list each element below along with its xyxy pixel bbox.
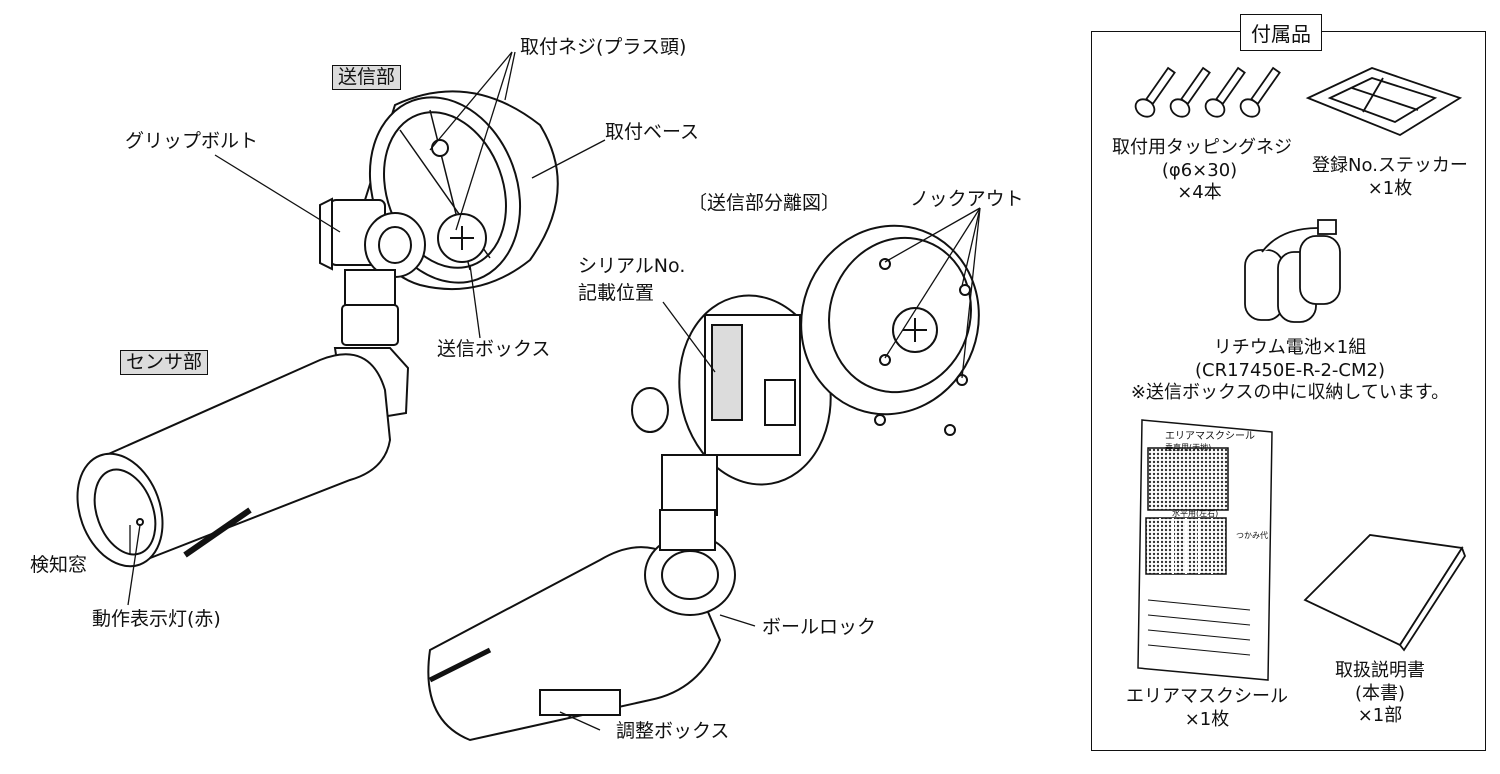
manual-caption-line: (本書) <box>1354 682 1406 704</box>
serial-label-line1: シリアルNo. <box>578 255 686 277</box>
sticker-sheet-drawing <box>1305 67 1463 137</box>
sensor-label: センサ部 <box>120 350 209 375</box>
battery-caption: リチウム電池×1組 (CR17450E-R-2-CM2) ※送信ボックスの中に収… <box>1110 337 1470 405</box>
battery-caption-line: ※送信ボックスの中に収納しています。 <box>1130 382 1450 403</box>
ball-lock-label: ボールロック <box>762 616 877 638</box>
mask-caption-line: ×1枚 <box>1184 708 1230 730</box>
exploded-sensor-drawing <box>427 509 736 742</box>
sticker-caption-line: 登録No.ステッカー <box>1312 155 1468 176</box>
grip-bolt-label: グリップボルト <box>125 130 259 152</box>
manual-caption: 取扱説明書 (本書) ×1部 <box>1320 660 1440 728</box>
manual-caption-line: ×1部 <box>1357 705 1403 726</box>
accessories-title: 付属品 <box>1240 14 1322 51</box>
mask-caption-line: エリアマスクシール <box>1126 686 1288 707</box>
manual-booklet-drawing <box>1303 534 1467 652</box>
serial-label-line2: 記載位置 <box>578 282 655 304</box>
tapping-screws-drawing <box>1134 66 1281 118</box>
tx-box-label: 送信ボックス <box>437 338 551 360</box>
exploded-view-label: 〔送信部分離図〕 <box>688 192 841 214</box>
base-label: 取付ベース <box>605 121 700 143</box>
screws-caption-line: (φ6×30) <box>1161 159 1238 181</box>
screw-label: 取付ネジ(プラス頭) <box>520 36 687 58</box>
sticker-caption-line: ×1枚 <box>1367 177 1413 199</box>
mask-sheet-pull-tab: つかみ代 <box>1236 531 1268 540</box>
leader-lines <box>127 51 981 731</box>
area-mask-sheet-drawing <box>1137 419 1273 681</box>
mask-sheet-horizontal: 水平用(左右) <box>1172 509 1219 518</box>
knockout-label: ノックアウト <box>910 188 1024 210</box>
grip-bolt-drawing <box>319 197 426 346</box>
battery-pack-drawing <box>1244 219 1341 323</box>
mask-sheet-title: エリアマスクシール <box>1165 431 1255 442</box>
sticker-caption: 登録No.ステッカー ×1枚 <box>1305 155 1475 200</box>
detection-window-label: 検知窓 <box>30 554 88 576</box>
screws-caption-line: ×4本 <box>1177 182 1222 203</box>
mask-caption: エリアマスクシール ×1枚 <box>1122 686 1292 731</box>
mask-sheet-vertical: 垂直用(天地) <box>1165 443 1212 452</box>
screws-caption: 取付用タッピングネジ (φ6×30) ×4本 <box>1112 137 1292 205</box>
transmitter-label: 送信部 <box>332 65 402 90</box>
adjustment-box-label: 調整ボックス <box>616 720 730 742</box>
screws-caption-line: 取付用タッピングネジ <box>1112 137 1292 158</box>
sensor-body-drawing <box>76 347 410 568</box>
battery-caption-line: リチウム電池×1組 <box>1213 337 1367 358</box>
indicator-lamp-label: 動作表示灯(赤) <box>92 608 221 630</box>
exploded-transmitter-drawing <box>631 224 980 516</box>
battery-caption-line: (CR17450E-R-2-CM2) <box>1194 359 1386 381</box>
manual-caption-line: 取扱説明書 <box>1335 660 1425 681</box>
